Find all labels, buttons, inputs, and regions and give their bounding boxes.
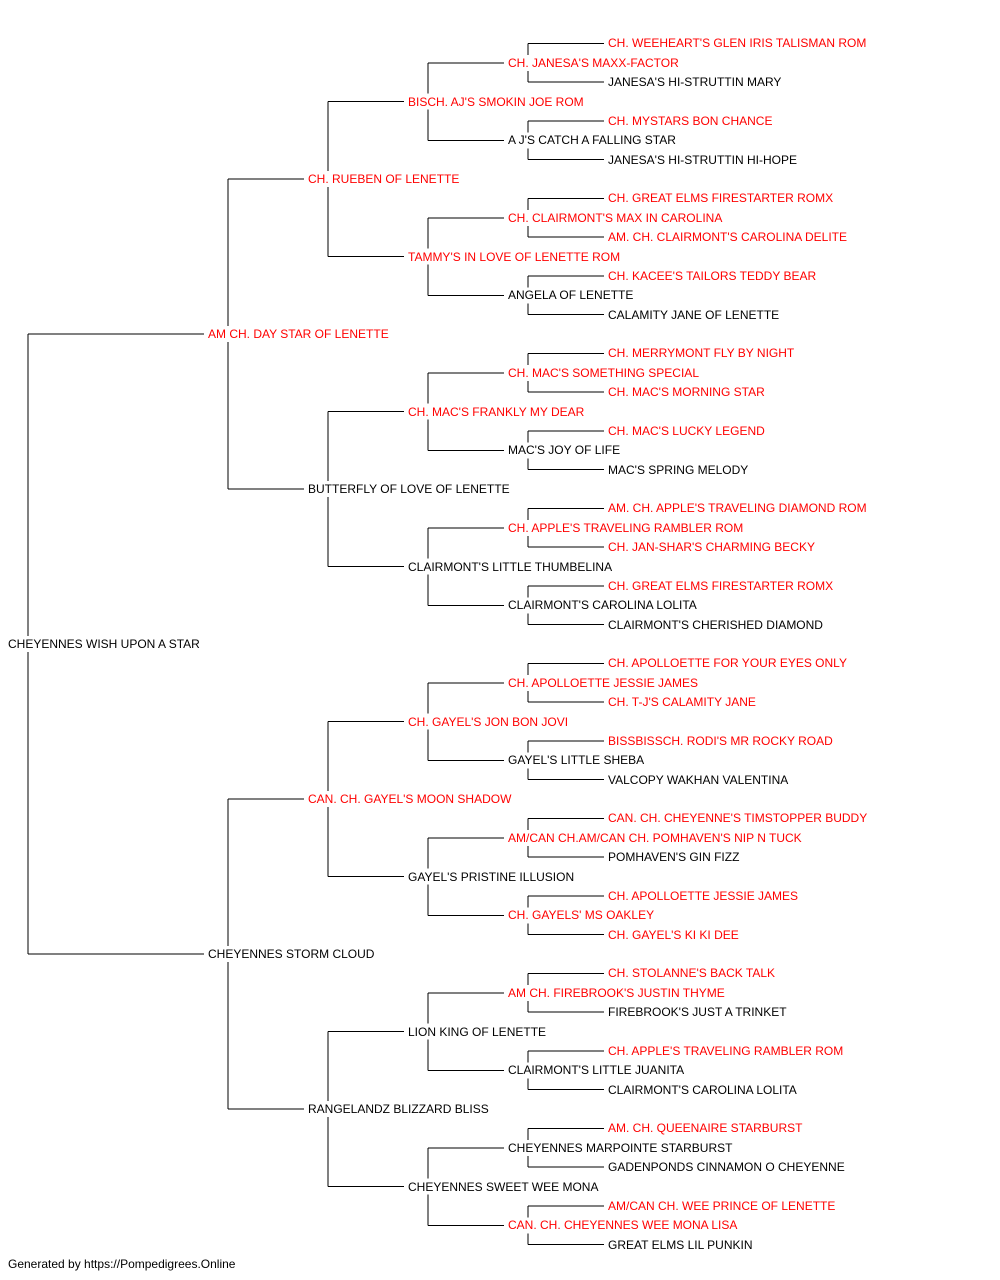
pedigree-entry-gen4: CHEYENNES MARPOINTE STARBURST: [508, 1140, 733, 1155]
pedigree-entry-gen5: CH. MERRYMONT FLY BY NIGHT: [608, 346, 795, 361]
pedigree-entry-gen4: A J'S CATCH A FALLING STAR: [508, 133, 676, 148]
pedigree-entry-gen1: CHEYENNES STORM CLOUD: [208, 947, 375, 961]
pedigree-entry-gen4: CLAIRMONT'S LITTLE JUANITA: [508, 1063, 685, 1078]
pedigree-entry-gen5: CH. GAYEL'S KI KI DEE: [608, 927, 739, 942]
pedigree-entry-gen5: GREAT ELMS LIL PUNKIN: [608, 1237, 753, 1252]
pedigree-entry-gen5: CH. MAC'S MORNING STAR: [608, 385, 765, 400]
pedigree-entry-gen4: CLAIRMONT'S CAROLINA LOLITA: [508, 598, 697, 613]
pedigree-entry-gen4: CH. JANESA'S MAXX-FACTOR: [508, 55, 679, 70]
pedigree-entry-gen5: CAN. CH. CHEYENNE'S TIMSTOPPER BUDDY: [608, 811, 868, 826]
pedigree-entry-gen2: CAN. CH. GAYEL'S MOON SHADOW: [308, 792, 512, 806]
pedigree-entry-gen5: MAC'S SPRING MELODY: [608, 462, 749, 477]
pedigree-entry-gen2: RANGELANDZ BLIZZARD BLISS: [308, 1102, 489, 1116]
pedigree-entry-gen4: CH. MAC'S SOMETHING SPECIAL: [508, 365, 699, 380]
pedigree-entry-gen5: CH. MAC'S LUCKY LEGEND: [608, 423, 765, 438]
pedigree-entry-gen4: ANGELA OF LENETTE: [508, 288, 634, 303]
pedigree-entry-gen5: AM/CAN CH. WEE PRINCE OF LENETTE: [608, 1198, 836, 1213]
pedigree-entry-gen2: CH. RUEBEN OF LENETTE: [308, 172, 460, 186]
pedigree-entry-gen5: CH. JAN-SHAR'S CHARMING BECKY: [608, 540, 815, 555]
pedigree-entry-gen3: GAYEL'S PRISTINE ILLUSION: [408, 869, 575, 884]
pedigree-entry-gen5: CH. GREAT ELMS FIRESTARTER ROMX: [608, 191, 834, 206]
pedigree-entry-gen5: CH. APPLE'S TRAVELING RAMBLER ROM: [608, 1043, 844, 1058]
pedigree-entry-gen5: CH. STOLANNE'S BACK TALK: [608, 966, 776, 981]
pedigree-entry-gen4: CH. CLAIRMONT'S MAX IN CAROLINA: [508, 210, 723, 225]
pedigree-entry-gen4: MAC'S JOY OF LIFE: [508, 443, 621, 458]
pedigree-entry-gen4: CAN. CH. CHEYENNES WEE MONA LISA: [508, 1218, 738, 1233]
pedigree-entry-gen5: GADENPONDS CINNAMON O CHEYENNE: [608, 1160, 845, 1175]
pedigree-entry-gen0: CHEYENNES WISH UPON A STAR: [8, 637, 200, 651]
pedigree-entry-gen5: CH. WEEHEART'S GLEN IRIS TALISMAN ROM: [608, 36, 867, 51]
pedigree-entry-gen5: CH. APOLLOETTE FOR YOUR EYES ONLY: [608, 656, 847, 671]
pedigree-entry-gen5: FIREBROOK'S JUST A TRINKET: [608, 1005, 787, 1020]
pedigree-entry-gen5: BISSBISSCH. RODI'S MR ROCKY ROAD: [608, 733, 833, 748]
pedigree-entry-gen5: CALAMITY JANE OF LENETTE: [608, 307, 780, 322]
pedigree-entry-gen3: TAMMY'S IN LOVE OF LENETTE ROM: [408, 249, 621, 264]
pedigree-entry-gen3: LION KING OF LENETTE: [408, 1024, 547, 1039]
pedigree-entry-gen3: CLAIRMONT'S LITTLE THUMBELINA: [408, 559, 613, 574]
pedigree-entry-gen5: JANESA'S HI-STRUTTIN HI-HOPE: [608, 152, 797, 167]
footer-credit: Generated by https://Pompedigrees.Online: [8, 1257, 236, 1271]
pedigree-entry-gen5: AM. CH. CLAIRMONT'S CAROLINA DELITE: [608, 230, 847, 245]
pedigree-entry-gen4: CH. APOLLOETTE JESSIE JAMES: [508, 675, 699, 690]
pedigree-entry-gen4: AM CH. FIREBROOK'S JUSTIN THYME: [508, 985, 725, 1000]
pedigree-entry-gen5: CH. GREAT ELMS FIRESTARTER ROMX: [608, 578, 834, 593]
pedigree-entry-gen4: CH. APPLE'S TRAVELING RAMBLER ROM: [508, 520, 744, 535]
pedigree-entry-gen2: BUTTERFLY OF LOVE OF LENETTE: [308, 482, 510, 496]
pedigree-entry-gen5: VALCOPY WAKHAN VALENTINA: [608, 772, 789, 787]
pedigree-entry-gen5: AM. CH. QUEENAIRE STARBURST: [608, 1121, 803, 1136]
pedigree-entry-gen1: AM CH. DAY STAR OF LENETTE: [208, 327, 389, 341]
pedigree-entry-gen5: JANESA'S HI-STRUTTIN MARY: [608, 75, 782, 90]
pedigree-entry-gen5: AM. CH. APPLE'S TRAVELING DIAMOND ROM: [608, 501, 867, 516]
pedigree-entry-gen5: CH. KACEE'S TAILORS TEDDY BEAR: [608, 268, 817, 283]
pedigree-entry-gen3: BISCH. AJ'S SMOKIN JOE ROM: [408, 94, 584, 109]
pedigree-entry-gen5: CH. T-J'S CALAMITY JANE: [608, 695, 756, 710]
pedigree-entry-gen4: AM/CAN CH.AM/CAN CH. POMHAVEN'S NIP N TU…: [508, 830, 802, 845]
pedigree-entry-gen5: CH. APOLLOETTE JESSIE JAMES: [608, 888, 799, 903]
pedigree-entry-gen3: CH. GAYEL'S JON BON JOVI: [408, 714, 569, 729]
pedigree-entry-gen3: CH. MAC'S FRANKLY MY DEAR: [408, 404, 585, 419]
pedigree-entry-gen4: CH. GAYELS' MS OAKLEY: [508, 908, 655, 923]
pedigree-entry-gen5: CLAIRMONT'S CHERISHED DIAMOND: [608, 617, 823, 632]
pedigree-entry-gen5: CLAIRMONT'S CAROLINA LOLITA: [608, 1082, 797, 1097]
pedigree-entry-gen5: CH. MYSTARS BON CHANCE: [608, 113, 773, 128]
pedigree-entry-gen4: GAYEL'S LITTLE SHEBA: [508, 753, 645, 768]
pedigree-entry-gen5: POMHAVEN'S GIN FIZZ: [608, 850, 740, 865]
pedigree-entry-gen3: CHEYENNES SWEET WEE MONA: [408, 1179, 599, 1194]
